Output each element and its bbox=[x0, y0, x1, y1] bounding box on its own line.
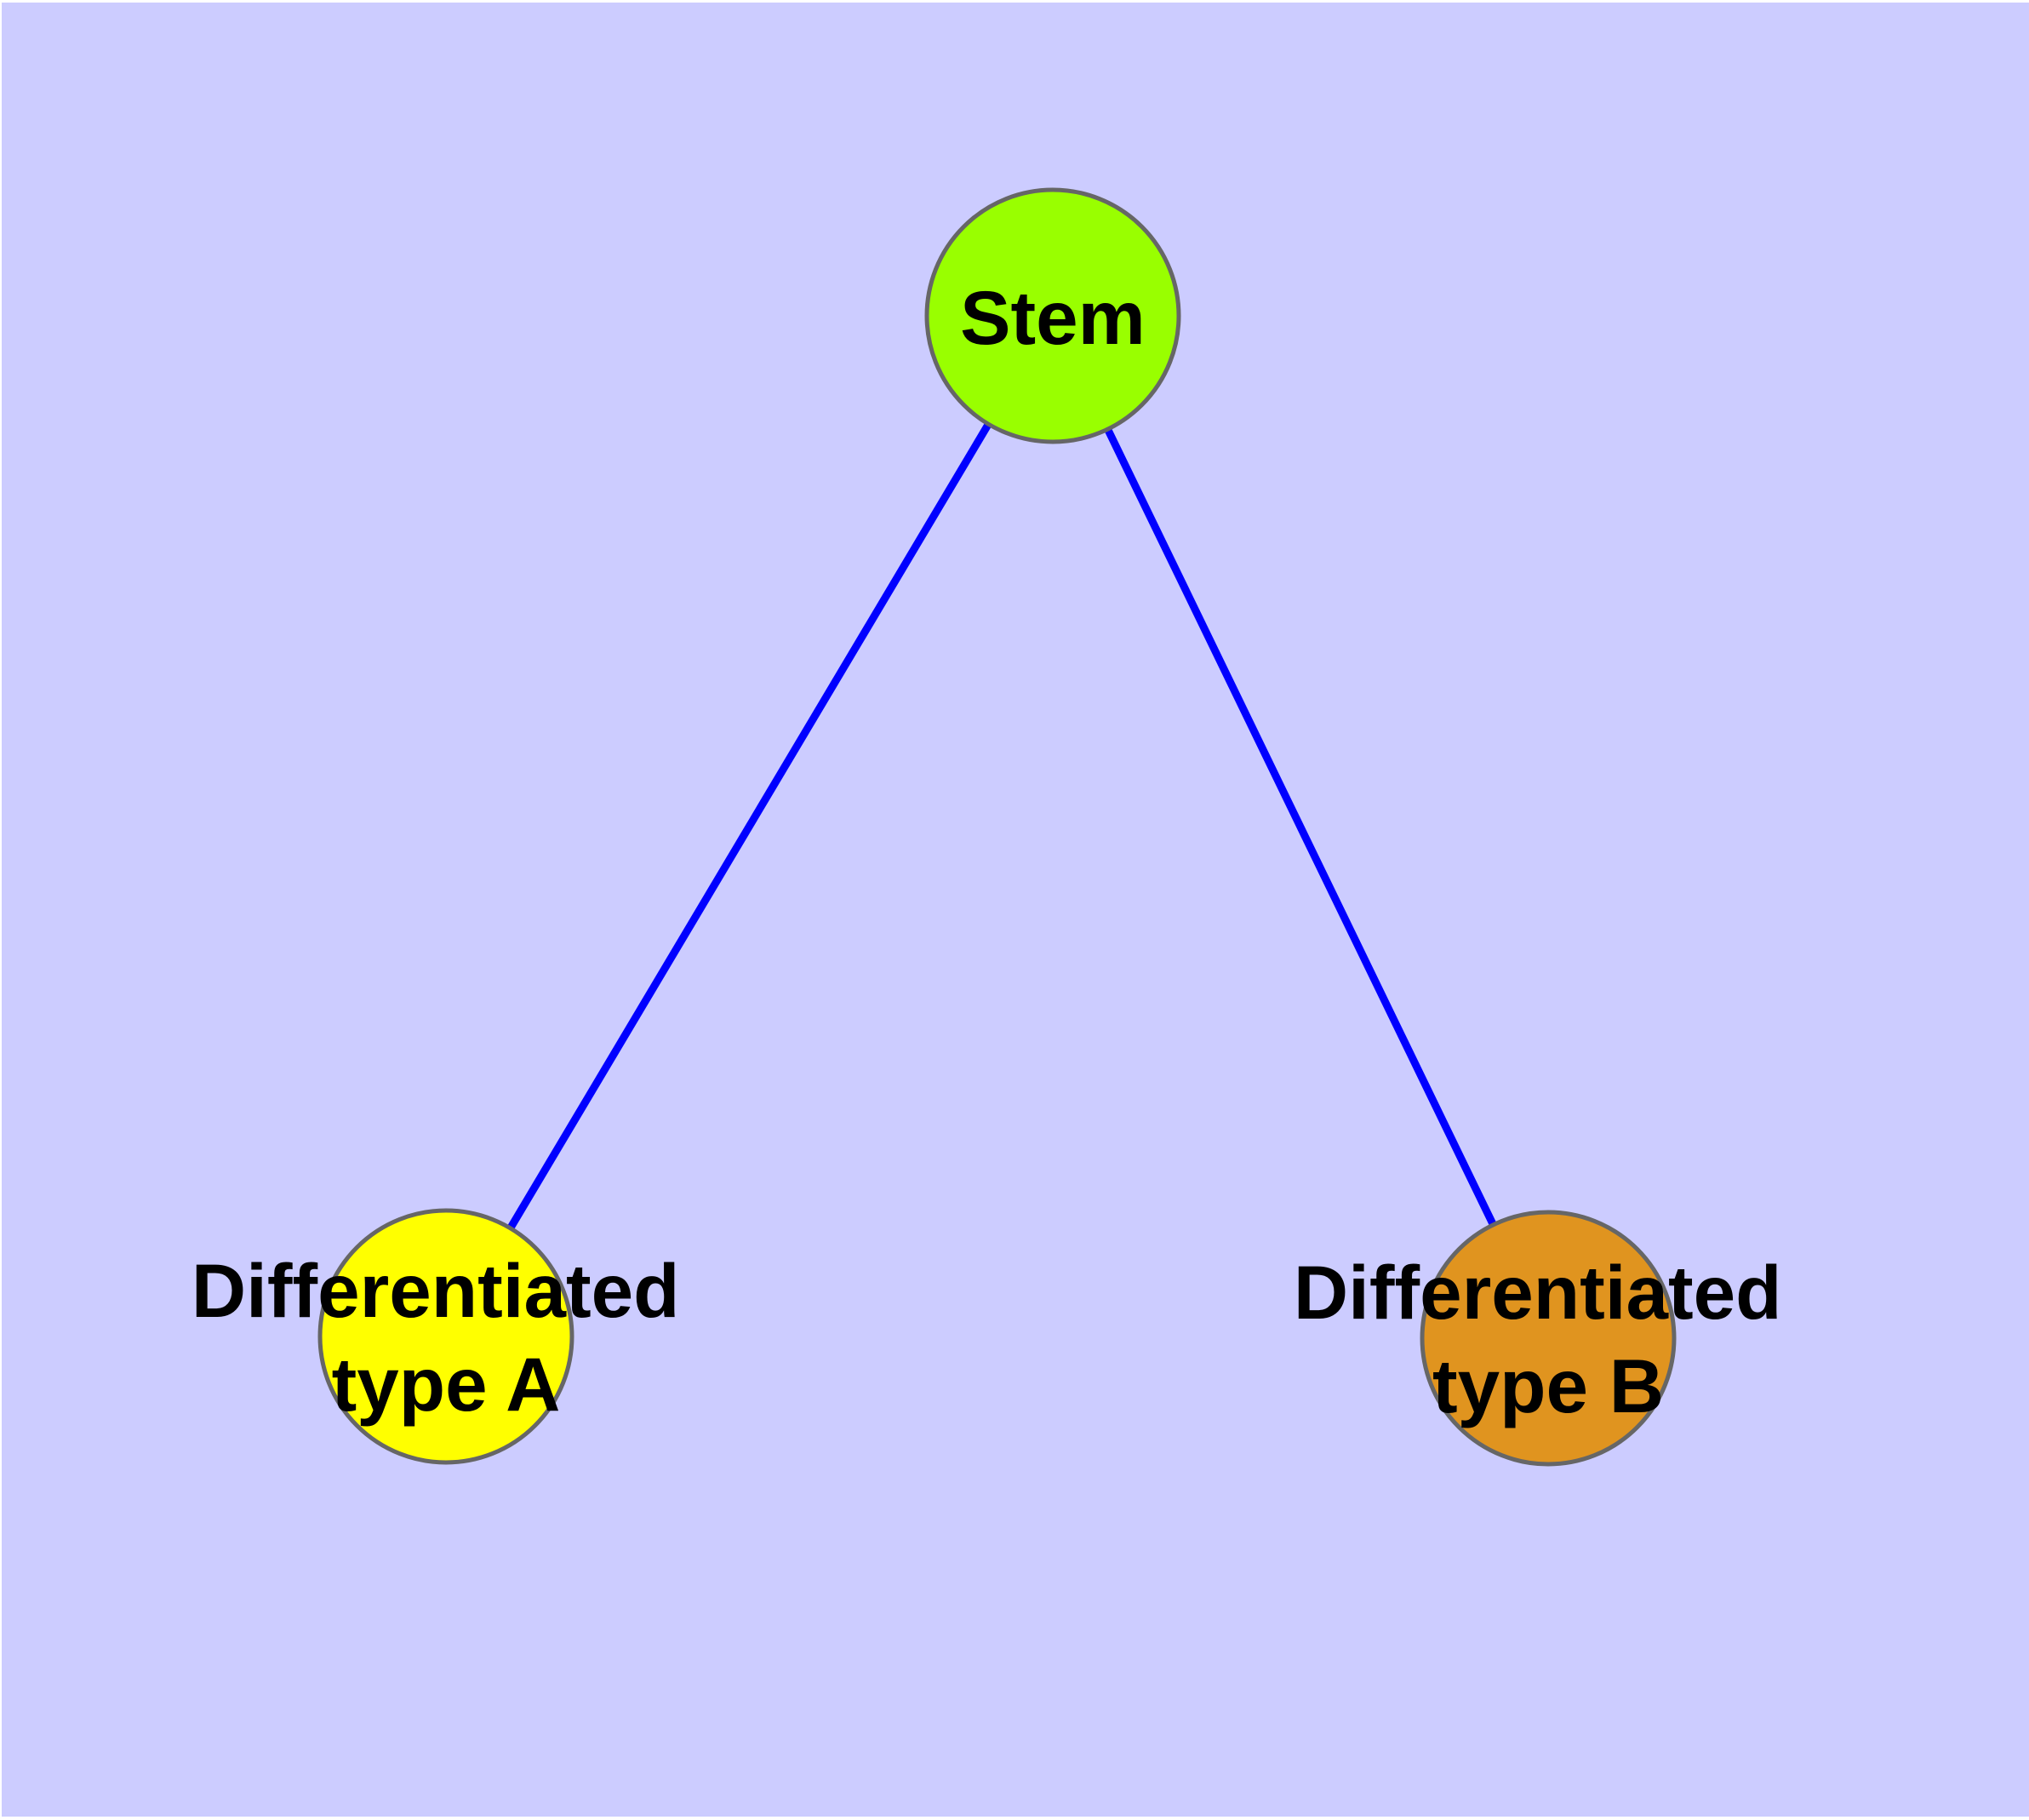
type-b-node bbox=[1420, 1210, 1677, 1467]
type-b-node-label-line1: Differentiated bbox=[1294, 1250, 1782, 1335]
type-a-node-label-line2: type A bbox=[332, 1342, 561, 1427]
stem-node-label-line1: Stem bbox=[960, 275, 1146, 360]
edge-stem-to-type-a bbox=[443, 313, 1056, 1339]
type-b-node-label: Differentiated type B bbox=[1294, 1250, 1803, 1428]
edge-stem-to-type-b bbox=[1049, 314, 1552, 1340]
type-a-node-label: Differentiated type A bbox=[191, 1248, 700, 1427]
type-a-node bbox=[317, 1208, 574, 1465]
stem-node bbox=[924, 187, 1181, 444]
type-b-node-label-line2: type B bbox=[1432, 1343, 1664, 1428]
type-a-node-label-line1: Differentiated bbox=[191, 1248, 680, 1333]
stem-node-label: Stem bbox=[960, 275, 1146, 360]
